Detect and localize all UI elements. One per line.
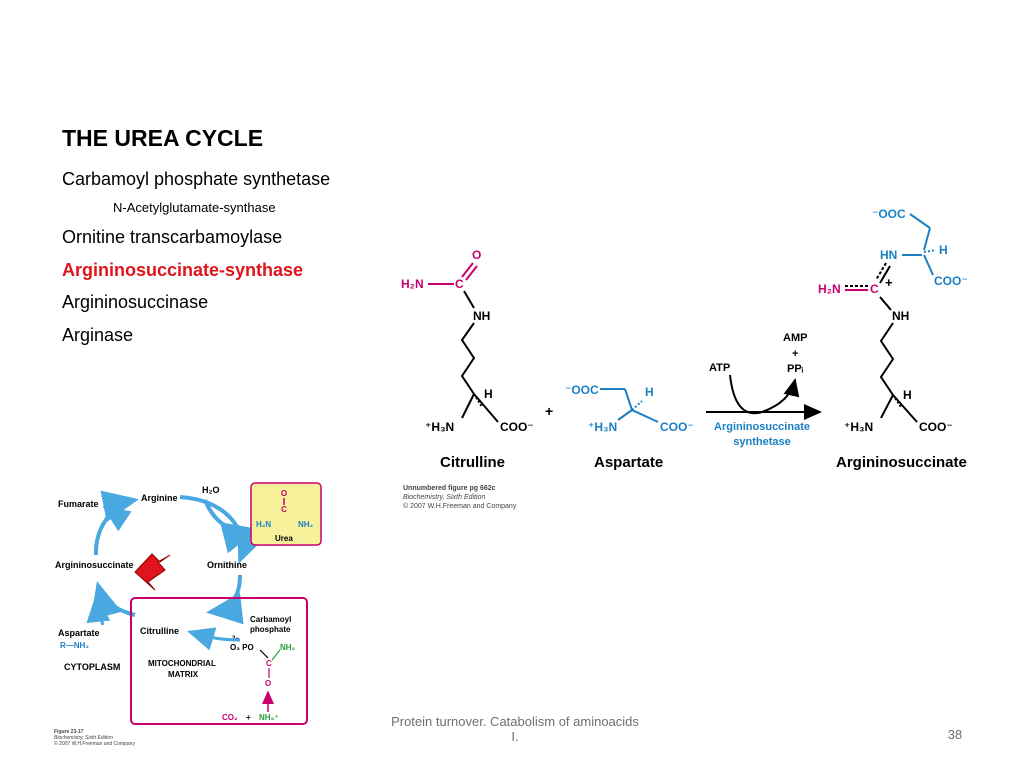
enzyme-arginase: Arginase [62, 325, 134, 345]
cycle-nh4: NH₄⁺ [259, 713, 279, 722]
cycle-citrulline: Citrulline [140, 626, 179, 636]
cycle-cytoplasm: CYTOPLASM [64, 662, 120, 672]
argsuc-h-top: H [939, 243, 948, 257]
urea-o: O [281, 489, 287, 498]
reaction-plus: + [545, 403, 553, 419]
argsuc-h2n: H₂N [818, 282, 841, 296]
enzyme-n-acetylglutamate-synthase: N-Acetylglutamate-synthase [113, 200, 276, 215]
citrulline-h: H [484, 387, 493, 401]
matrix-line1: MITOCHONDRIAL [148, 659, 216, 668]
reaction-credit-line2: Biochemistry, Sixth Edition [403, 494, 485, 501]
aspartate-coo: COO⁻ [660, 420, 694, 434]
cycle-ornithine: Ornithine [207, 560, 247, 570]
ppi-label: PPᵢ [787, 363, 804, 375]
aspartate-h: H [645, 385, 654, 399]
cycle-argininosuccinate: Argininosuccinate [55, 560, 134, 570]
enzyme-argininosuccinase: Argininosuccinase [62, 292, 209, 312]
argsuc-c: C [870, 282, 879, 296]
enzyme-carbamoyl-phosphate-synthetase: Carbamoyl phosphate synthetase [62, 169, 331, 189]
carbamoyl-c: C [266, 659, 272, 668]
citrulline-structure: O H₂N C NH H ⁺H₃N COO⁻ Citrulline [401, 248, 534, 471]
citrulline-coo: COO⁻ [500, 420, 534, 434]
reaction-credit: Unnumbered figure pg 662c Biochemistry, … [403, 485, 517, 510]
cycle-credit-line2: Biochemistry, Sixth Edition [54, 735, 113, 741]
carbamoyl-line2: phosphate [250, 625, 291, 634]
cycle-credit-line3: © 2007 W.H.Freeman and Company [54, 740, 135, 747]
argsuc-h: H [903, 388, 912, 402]
citrulline-c: C [455, 277, 464, 291]
argsuc-coo-top: COO⁻ [934, 274, 968, 288]
phosphate-group: O₃ PO [230, 643, 254, 652]
matrix-line2: MATRIX [168, 670, 199, 679]
urea-h2n: H₂N [256, 520, 271, 529]
arrow-enzyme-line1: Argininosuccinate [714, 421, 810, 433]
citrulline-name: Citrulline [440, 454, 505, 471]
footer-text: Protein turnover. Catabolism of aminoaci… [350, 714, 680, 744]
argsuc-ooc: ⁻OOC [872, 207, 906, 221]
argsuc-coo: COO⁻ [919, 420, 953, 434]
carbamoyl-nh2: NH₂ [280, 643, 296, 652]
carbamoyl-line1: Carbamoyl [250, 615, 291, 624]
reaction-credit-line3: © 2007 W.H.Freeman and Company [403, 502, 517, 510]
argsuc-hn: HN [880, 248, 897, 262]
reaction-credit-line1: Unnumbered figure pg 662c [403, 485, 496, 492]
footer-line2: I. [511, 729, 519, 744]
citrulline-o: O [472, 248, 481, 262]
argsuc-h3n: ⁺H₃N [844, 420, 873, 434]
aspartate-name: Aspartate [594, 454, 663, 471]
urea-name: Urea [275, 534, 293, 543]
aspartate-structure: ⁻OOC H ⁺H₃N COO⁻ Aspartate [565, 383, 694, 471]
aspartate-h3n: ⁺H₃N [588, 420, 617, 434]
aspartate-ooc: ⁻OOC [565, 383, 599, 397]
cycle-fumarate: Fumarate [58, 499, 99, 509]
footer-line1: Protein turnover. Catabolism of aminoaci… [391, 714, 639, 729]
argininosuccinate-structure: ⁻OOC H HN COO⁻ H₂N C + NH H ⁺H₃N COO⁻ Ar… [818, 207, 968, 471]
cycle-arginine: Arginine [141, 493, 178, 503]
cycle-water: H₂O [202, 485, 220, 495]
argsuc-plus: + [885, 275, 893, 290]
citrulline-nh: NH [473, 309, 490, 323]
atp-label: ATP [709, 362, 730, 374]
amp-plus: + [792, 348, 798, 360]
cycle-aspartate: Aspartate [58, 628, 100, 638]
enzyme-argininosuccinate-synthase: Argininosuccinate-synthase [62, 260, 304, 280]
cycle-co2: CO₂ [222, 713, 238, 722]
arrow-enzyme-line2: synthetase [733, 436, 790, 448]
slide-title: THE UREA CYCLE [62, 125, 264, 151]
argsuc-name: Argininosuccinate [836, 454, 967, 471]
cycle-credit-line1: Figure 23-17 [54, 729, 84, 735]
enzyme-ornitine-transcarbamoylase: Ornitine transcarbamoylase [62, 227, 283, 247]
argsuc-nh: NH [892, 309, 909, 323]
reaction-arrow: ATP AMP + PPᵢ Argininosuccinate syntheta… [706, 332, 822, 448]
cycle-plus: + [246, 713, 251, 722]
amp-label: AMP [783, 332, 807, 344]
citrulline-h2n: H₂N [401, 277, 424, 291]
citrulline-h3n: ⁺H₃N [425, 420, 454, 434]
carbamoyl-o: O [265, 679, 271, 688]
urea-c: C [281, 505, 287, 514]
urea-nh2: NH₂ [298, 520, 314, 529]
highlight-arrow-icon [134, 553, 171, 591]
cycle-aspartate-formula: R—NH₂ [60, 641, 89, 650]
page-number: 38 [947, 727, 963, 742]
